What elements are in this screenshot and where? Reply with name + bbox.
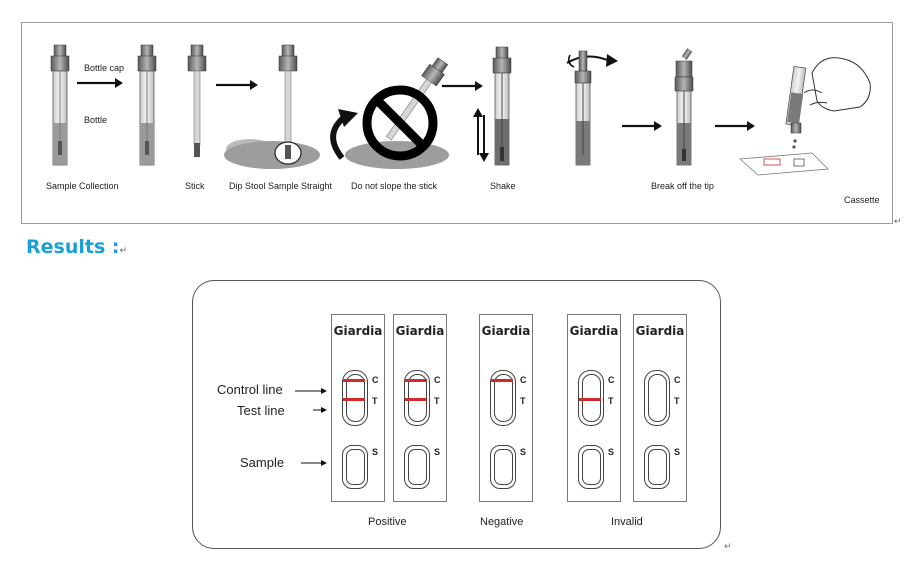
marker-c: C [434,375,441,385]
cassette-icon [739,152,829,176]
paragraph-mark-icon: ↵ [119,246,128,256]
brand-label: Giardia [481,324,531,338]
results-panel: Control line Test line Sample Giardia C … [192,280,721,549]
test-line-mark [579,398,601,401]
brand-label: Giardia [569,324,619,338]
procedure-illustration [50,44,871,176]
marker-s: S [608,447,615,457]
paragraph-mark-icon: ↵ [724,541,732,551]
test-line-mark [343,398,365,401]
label-no-slope: Do not slope the stick [351,181,438,191]
result-window [404,370,430,426]
label-bottle: Bottle [84,115,108,125]
cassette-positive-2: Giardia C T S [393,314,447,502]
sample-well [644,445,670,489]
sample-well [404,445,430,489]
marker-c: C [674,375,681,385]
marker-c: C [520,375,527,385]
marker-t: T [434,396,440,406]
marker-t: T [608,396,614,406]
brand-label: Giardia [635,324,685,338]
brand-label: Giardia [395,324,445,338]
label-break-tip: Break off the tip [651,181,714,191]
marker-c: C [372,375,379,385]
label-bottle-cap: Bottle cap [84,63,125,73]
tube-shake [473,46,512,166]
label-dip-stool: Dip Stool Sample Straight [229,181,333,191]
arrowhead-icon [654,121,662,131]
group-label-negative: Negative [480,516,524,528]
control-line-mark [343,379,365,382]
marker-t: T [674,396,680,406]
label-control-line: Control line [217,382,283,397]
marker-s: S [520,447,527,457]
arrowhead-icon [475,81,483,91]
brand-label: Giardia [333,324,383,338]
procedure-panel: Bottle cap Bottle Sample Collection Stic… [21,22,893,224]
marker-s: S [434,447,441,457]
result-window [490,370,516,426]
arrowhead-icon [115,78,123,88]
result-window [578,370,604,426]
results-heading: Results :↵ [26,236,127,258]
no-slope-sign [345,57,449,169]
label-sample: Sample [240,455,285,470]
sample-well [342,445,368,489]
results-heading-text: Results : [26,236,120,258]
hand-dropping-icon [739,57,871,176]
label-shake: Shake [490,181,516,191]
arrowhead-icon [338,109,358,127]
result-window [342,370,368,426]
control-line-mark [491,379,513,382]
paragraph-mark-icon: ↵ [894,216,902,226]
sample-well [490,445,516,489]
label-cassette: Cassette [844,195,880,205]
label-test-line: Test line [237,403,285,418]
marker-t: T [520,396,526,406]
arrowhead-icon [250,80,258,90]
label-stick: Stick [185,181,205,191]
group-label-invalid: Invalid [611,516,643,528]
group-label-positive: Positive [368,516,407,528]
cassette-negative: Giardia C T S [479,314,533,502]
stick [187,44,207,157]
cassette-positive-1: Giardia C T S [331,314,385,502]
tube-break-tip [674,48,694,166]
cassette-invalid-2: Giardia C T S [633,314,687,502]
arrowhead-icon [747,121,755,131]
tube-twist [566,50,618,166]
marker-s: S [674,447,681,457]
marker-s: S [372,447,379,457]
sample-well [578,445,604,489]
marker-t: T [372,396,378,406]
tube-sample-collection [50,44,70,166]
result-window [644,370,670,426]
dip-stick [224,44,320,169]
test-line-mark [405,398,427,401]
row-arrows [295,388,327,466]
cassette-invalid-1: Giardia C T S [567,314,621,502]
tube-bottle [137,44,157,166]
control-line-mark [405,379,427,382]
marker-c: C [608,375,615,385]
label-sample-collection: Sample Collection [46,181,119,191]
